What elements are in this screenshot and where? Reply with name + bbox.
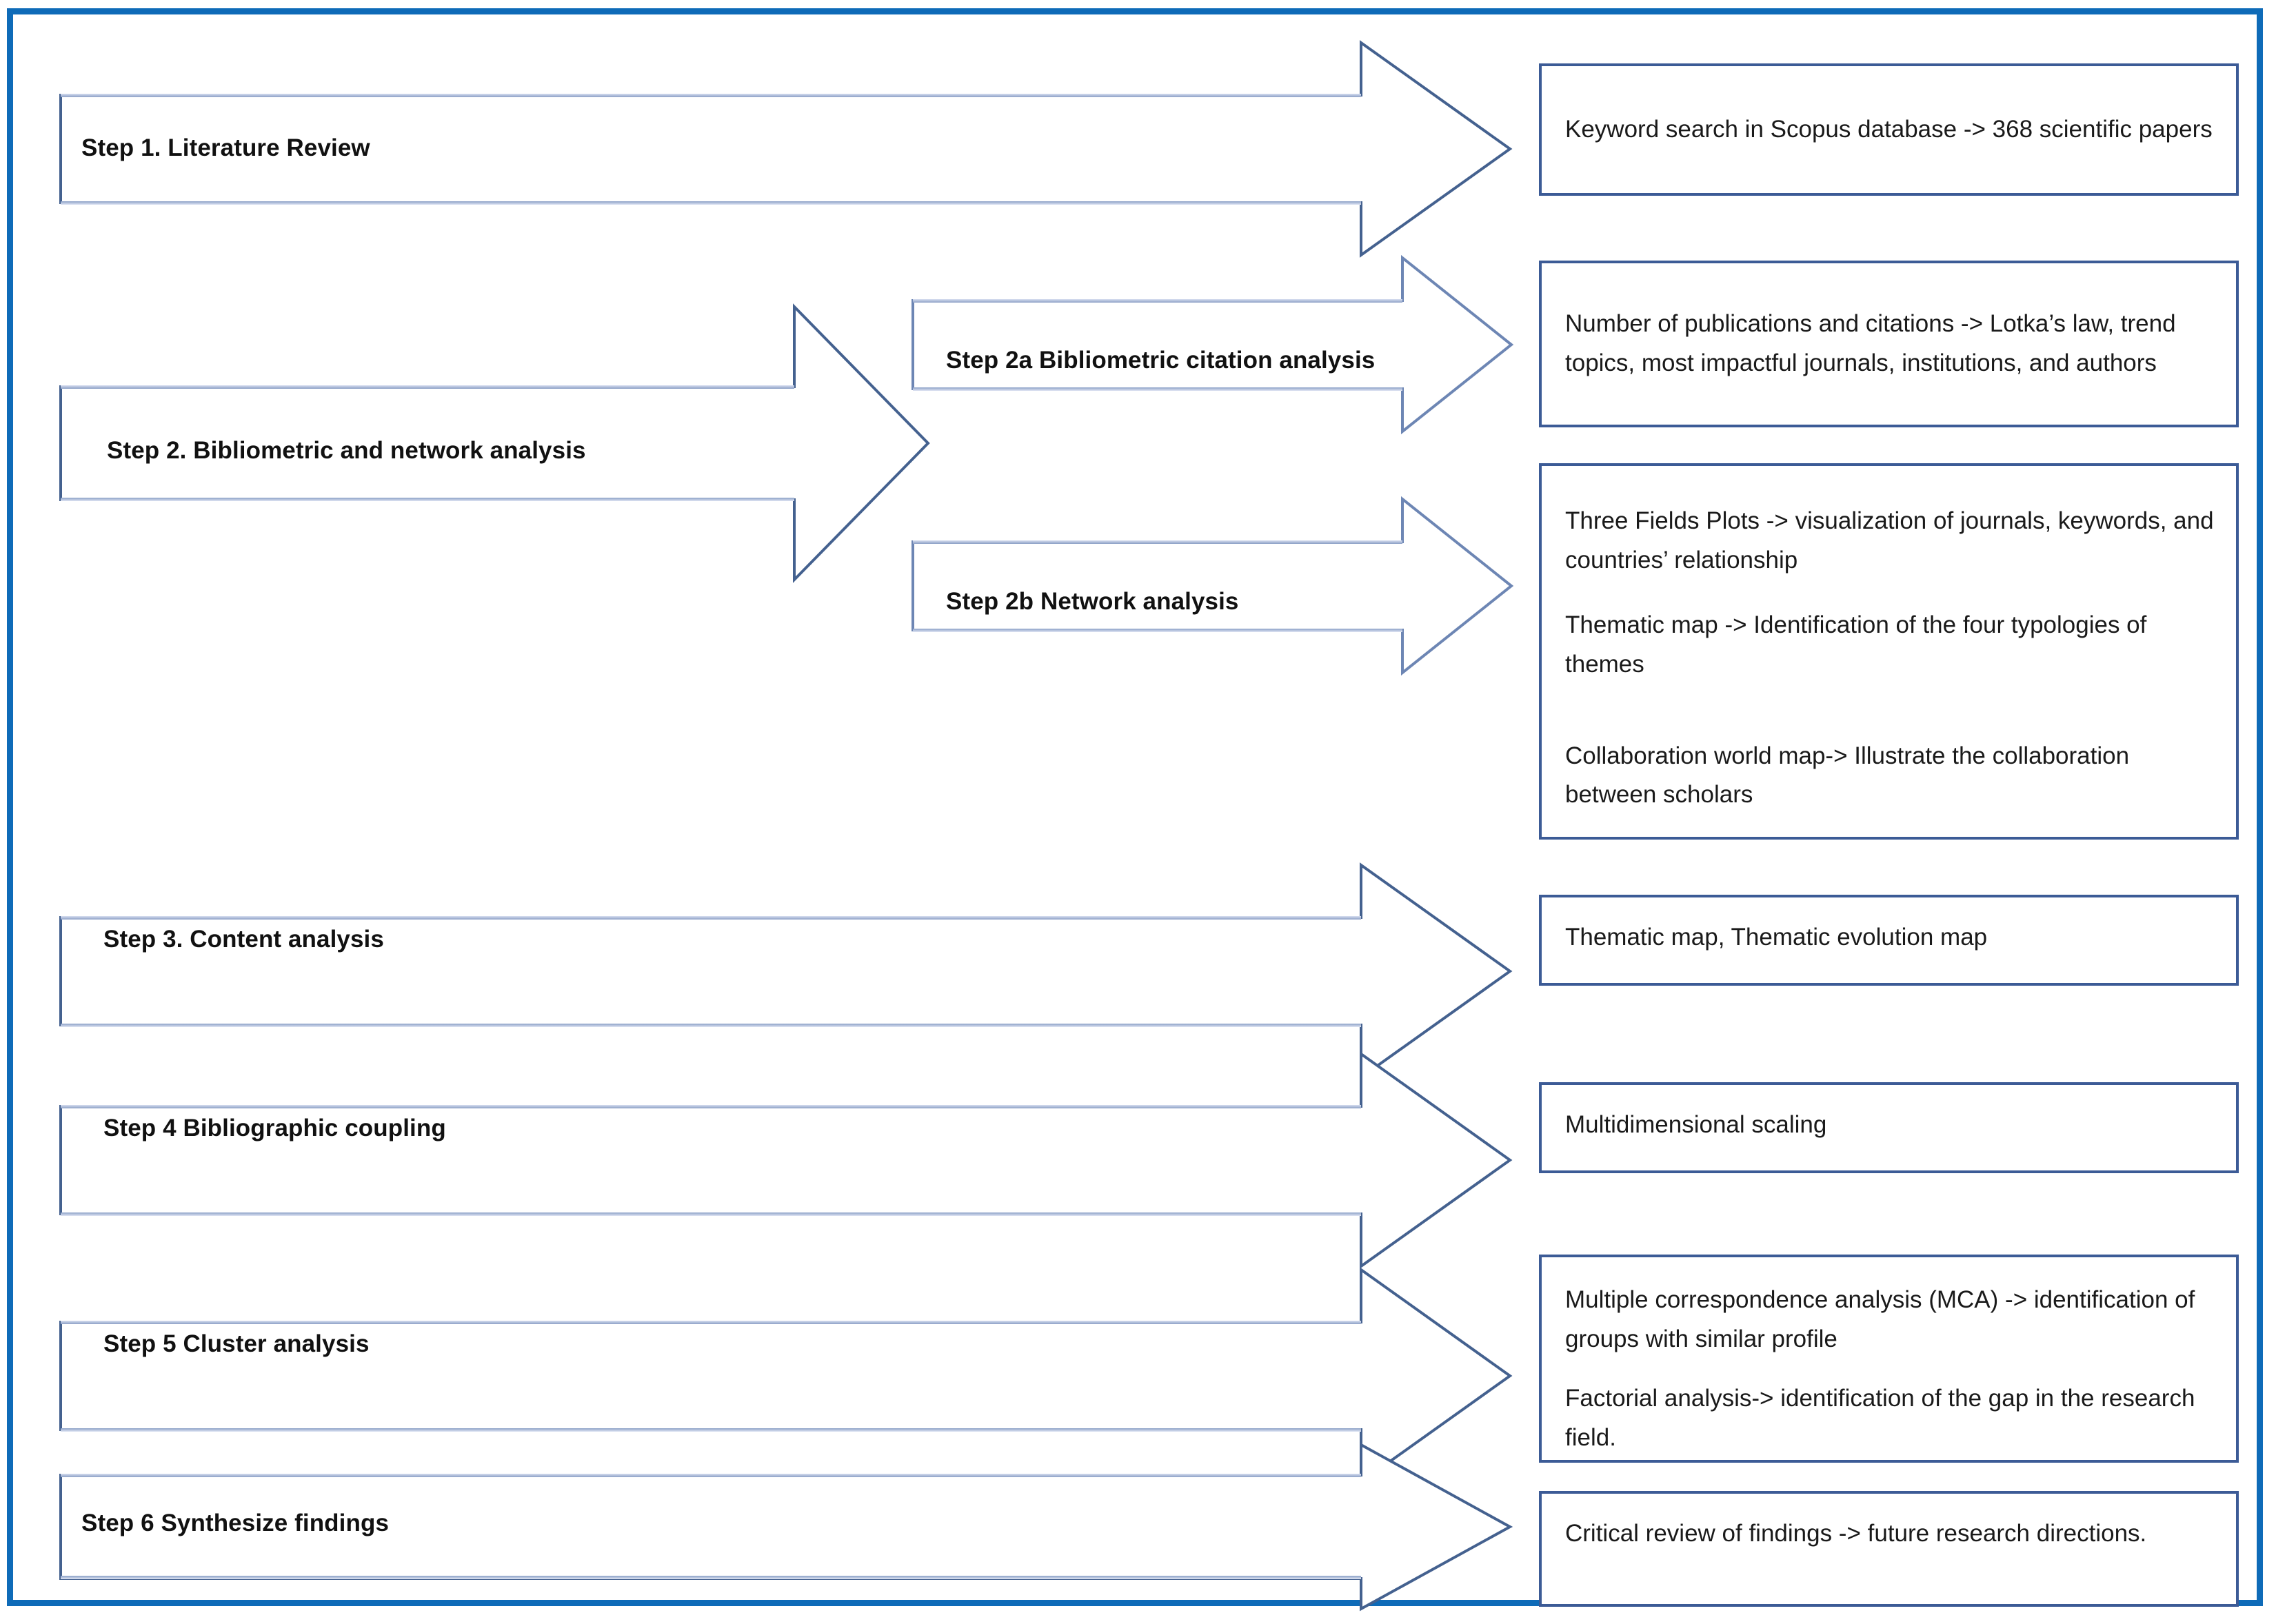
step2-arrow[interactable]	[59, 305, 929, 581]
step2b-arrow[interactable]	[912, 498, 1513, 674]
step5-result-box: Multiple correspondence analysis (MCA) -…	[1539, 1255, 2239, 1463]
step2a-result-box: Number of publications and citations -> …	[1539, 261, 2239, 427]
step3-result-box: Thematic map, Thematic evolution map	[1539, 895, 2239, 986]
step5-result-text-2: Factorial analysis-> identification of t…	[1565, 1385, 2195, 1452]
step2a-result-text: Number of publications and citations -> …	[1565, 310, 2176, 376]
step2b-result-text-3: Collaboration world map-> Illustrate the…	[1565, 742, 2130, 809]
step1-arrow[interactable]	[59, 41, 1511, 256]
step4-result-text: Multidimensional scaling	[1565, 1111, 1827, 1138]
step3-result-text: Thematic map, Thematic evolution map	[1565, 924, 1988, 951]
step2b-result-text-1: Three Fields Plots -> visualization of j…	[1565, 507, 2214, 574]
outer-border-frame	[7, 8, 2263, 1606]
step6-result-box: Critical review of findings -> future re…	[1539, 1491, 2239, 1607]
step4-result-box: Multidimensional scaling	[1539, 1082, 2239, 1173]
step6-arrow[interactable]	[59, 1443, 1511, 1610]
step6-result-text: Critical review of findings -> future re…	[1565, 1520, 2147, 1547]
step3-arrow[interactable]	[59, 864, 1511, 1079]
step5-result-text-1: Multiple correspondence analysis (MCA) -…	[1565, 1286, 2195, 1352]
step2b-result-text-2: Thematic map -> Identification of the fo…	[1565, 611, 2147, 678]
step2b-result-box: Three Fields Plots -> visualization of j…	[1539, 463, 2239, 840]
step1-result-box: Keyword search in Scopus database -> 368…	[1539, 63, 2239, 196]
step1-result-text: Keyword search in Scopus database -> 368…	[1565, 115, 2213, 143]
step2a-arrow[interactable]	[912, 256, 1513, 433]
step4-arrow[interactable]	[59, 1053, 1511, 1268]
